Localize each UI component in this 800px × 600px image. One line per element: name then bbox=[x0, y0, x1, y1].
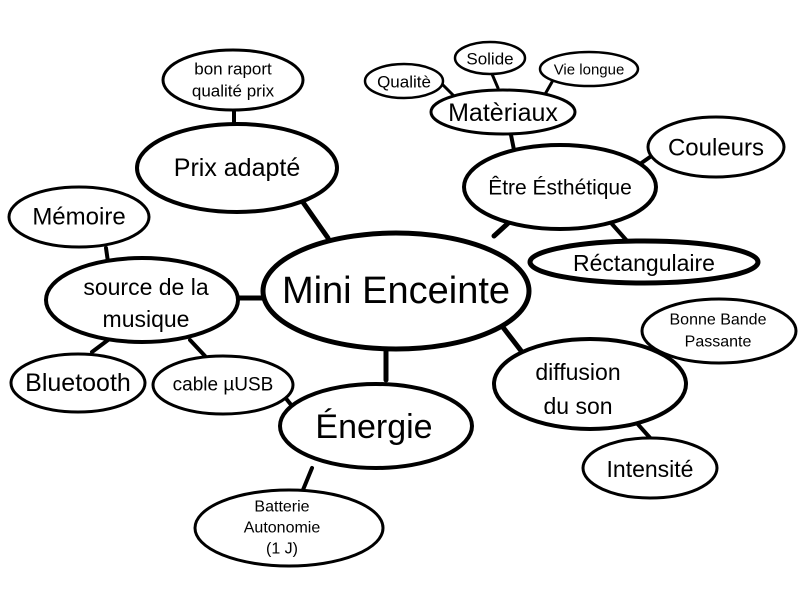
node-cable-usb-label: cable µUSB bbox=[173, 375, 274, 396]
node-bon-rapport-label-line-2: qualité prix bbox=[192, 82, 275, 101]
node-memoire: Mémoire bbox=[7, 185, 151, 249]
node-source-musique-label: source de la musique bbox=[83, 274, 209, 332]
edge-source-bluetooth bbox=[90, 338, 110, 354]
node-bluetooth-label-line-1: Bluetooth bbox=[25, 369, 131, 397]
node-batterie-label-line-3: (1 J) bbox=[266, 541, 298, 558]
node-bluetooth: Bluetooth bbox=[9, 352, 147, 414]
node-etre-esthetique: Être Ésthétique bbox=[462, 143, 658, 231]
node-qualite-label: Qualitè bbox=[377, 73, 431, 92]
node-couleurs-label-line-1: Couleurs bbox=[668, 135, 764, 162]
node-cable-usb: cable µUSB bbox=[151, 354, 295, 416]
edge-center-prix bbox=[297, 195, 331, 241]
node-batterie-label-line-2: Autonomie bbox=[244, 520, 321, 537]
node-couleurs: Couleurs bbox=[646, 115, 786, 179]
node-etre-esthetique-label: Être Ésthétique bbox=[488, 177, 632, 200]
node-diffusion-son-label: diffusion du son bbox=[535, 359, 620, 419]
node-diffusion-son-label-line-1: diffusion bbox=[535, 359, 620, 385]
node-mini-enceinte-label-line-1: Mini Enceinte bbox=[282, 270, 510, 312]
node-cable-usb-label-line-1: cable µUSB bbox=[173, 375, 274, 396]
node-energie-label: Énergie bbox=[315, 408, 432, 446]
node-qualite: Qualitè bbox=[363, 62, 445, 100]
node-materiaux: Matèriaux bbox=[429, 88, 577, 136]
node-mini-enceinte-label: Mini Enceinte bbox=[282, 270, 510, 312]
node-solide-label-line-1: Solide bbox=[466, 50, 513, 69]
node-qualite-label-line-1: Qualitè bbox=[377, 73, 431, 92]
node-bonne-bande-label-line-1: Bonne Bande bbox=[670, 312, 767, 329]
node-intensite: Intensité bbox=[581, 436, 719, 500]
node-memoire-label: Mémoire bbox=[32, 204, 125, 231]
node-energie: Énergie bbox=[278, 382, 474, 470]
node-diffusion-son-label-line-2: du son bbox=[543, 393, 612, 419]
node-materiaux-label-line-1: Matèriaux bbox=[448, 99, 558, 127]
node-memoire-label-line-1: Mémoire bbox=[32, 204, 125, 231]
node-prix-adapte-label-line-1: Prix adapté bbox=[174, 154, 300, 182]
node-prix-adapte-label: Prix adapté bbox=[174, 154, 300, 182]
node-bon-rapport-label: bon raport qualité prix bbox=[192, 60, 275, 101]
node-bluetooth-label: Bluetooth bbox=[25, 369, 131, 397]
edge-materiaux-solide bbox=[490, 72, 500, 90]
edge-center-diffusion bbox=[499, 323, 525, 355]
node-vie-longue-label-line-1: Vie longue bbox=[554, 62, 625, 79]
node-vie-longue-label: Vie longue bbox=[554, 62, 625, 79]
node-intensite-label: Intensité bbox=[607, 456, 694, 482]
node-etre-esthetique-label-line-1: Être Ésthétique bbox=[488, 177, 632, 200]
node-bonne-bande-label-line-2: Passante bbox=[685, 334, 752, 351]
node-bon-rapport-label-line-1: bon raport bbox=[194, 60, 272, 79]
node-source-musique: source de la musique bbox=[44, 256, 240, 344]
edge-source-cable bbox=[188, 338, 207, 358]
node-source-musique-label-line-1: source de la bbox=[83, 274, 209, 300]
node-mini-enceinte: Mini Enceinte bbox=[260, 230, 532, 352]
node-prix-adapte: Prix adapté bbox=[135, 122, 339, 214]
node-diffusion-son: diffusion du son bbox=[492, 337, 688, 431]
node-source-musique-label-line-2: musique bbox=[103, 306, 190, 332]
node-solide-label: Solide bbox=[466, 50, 513, 69]
node-energie-label-line-1: Énergie bbox=[315, 408, 432, 446]
node-vie-longue: Vie longue bbox=[538, 50, 640, 88]
node-materiaux-label: Matèriaux bbox=[448, 99, 558, 127]
node-rectangulaire-label-line-1: Réctangulaire bbox=[573, 250, 715, 276]
node-rectangulaire-label: Réctangulaire bbox=[573, 250, 715, 276]
node-solide: Solide bbox=[453, 40, 527, 76]
node-intensite-label-line-1: Intensité bbox=[607, 456, 694, 482]
node-couleurs-label: Couleurs bbox=[668, 135, 764, 162]
node-batterie-label-line-1: Batterie bbox=[254, 499, 309, 516]
node-rectangulaire: Réctangulaire bbox=[527, 238, 761, 286]
node-bon-rapport: bon raport qualité prix bbox=[161, 48, 305, 112]
